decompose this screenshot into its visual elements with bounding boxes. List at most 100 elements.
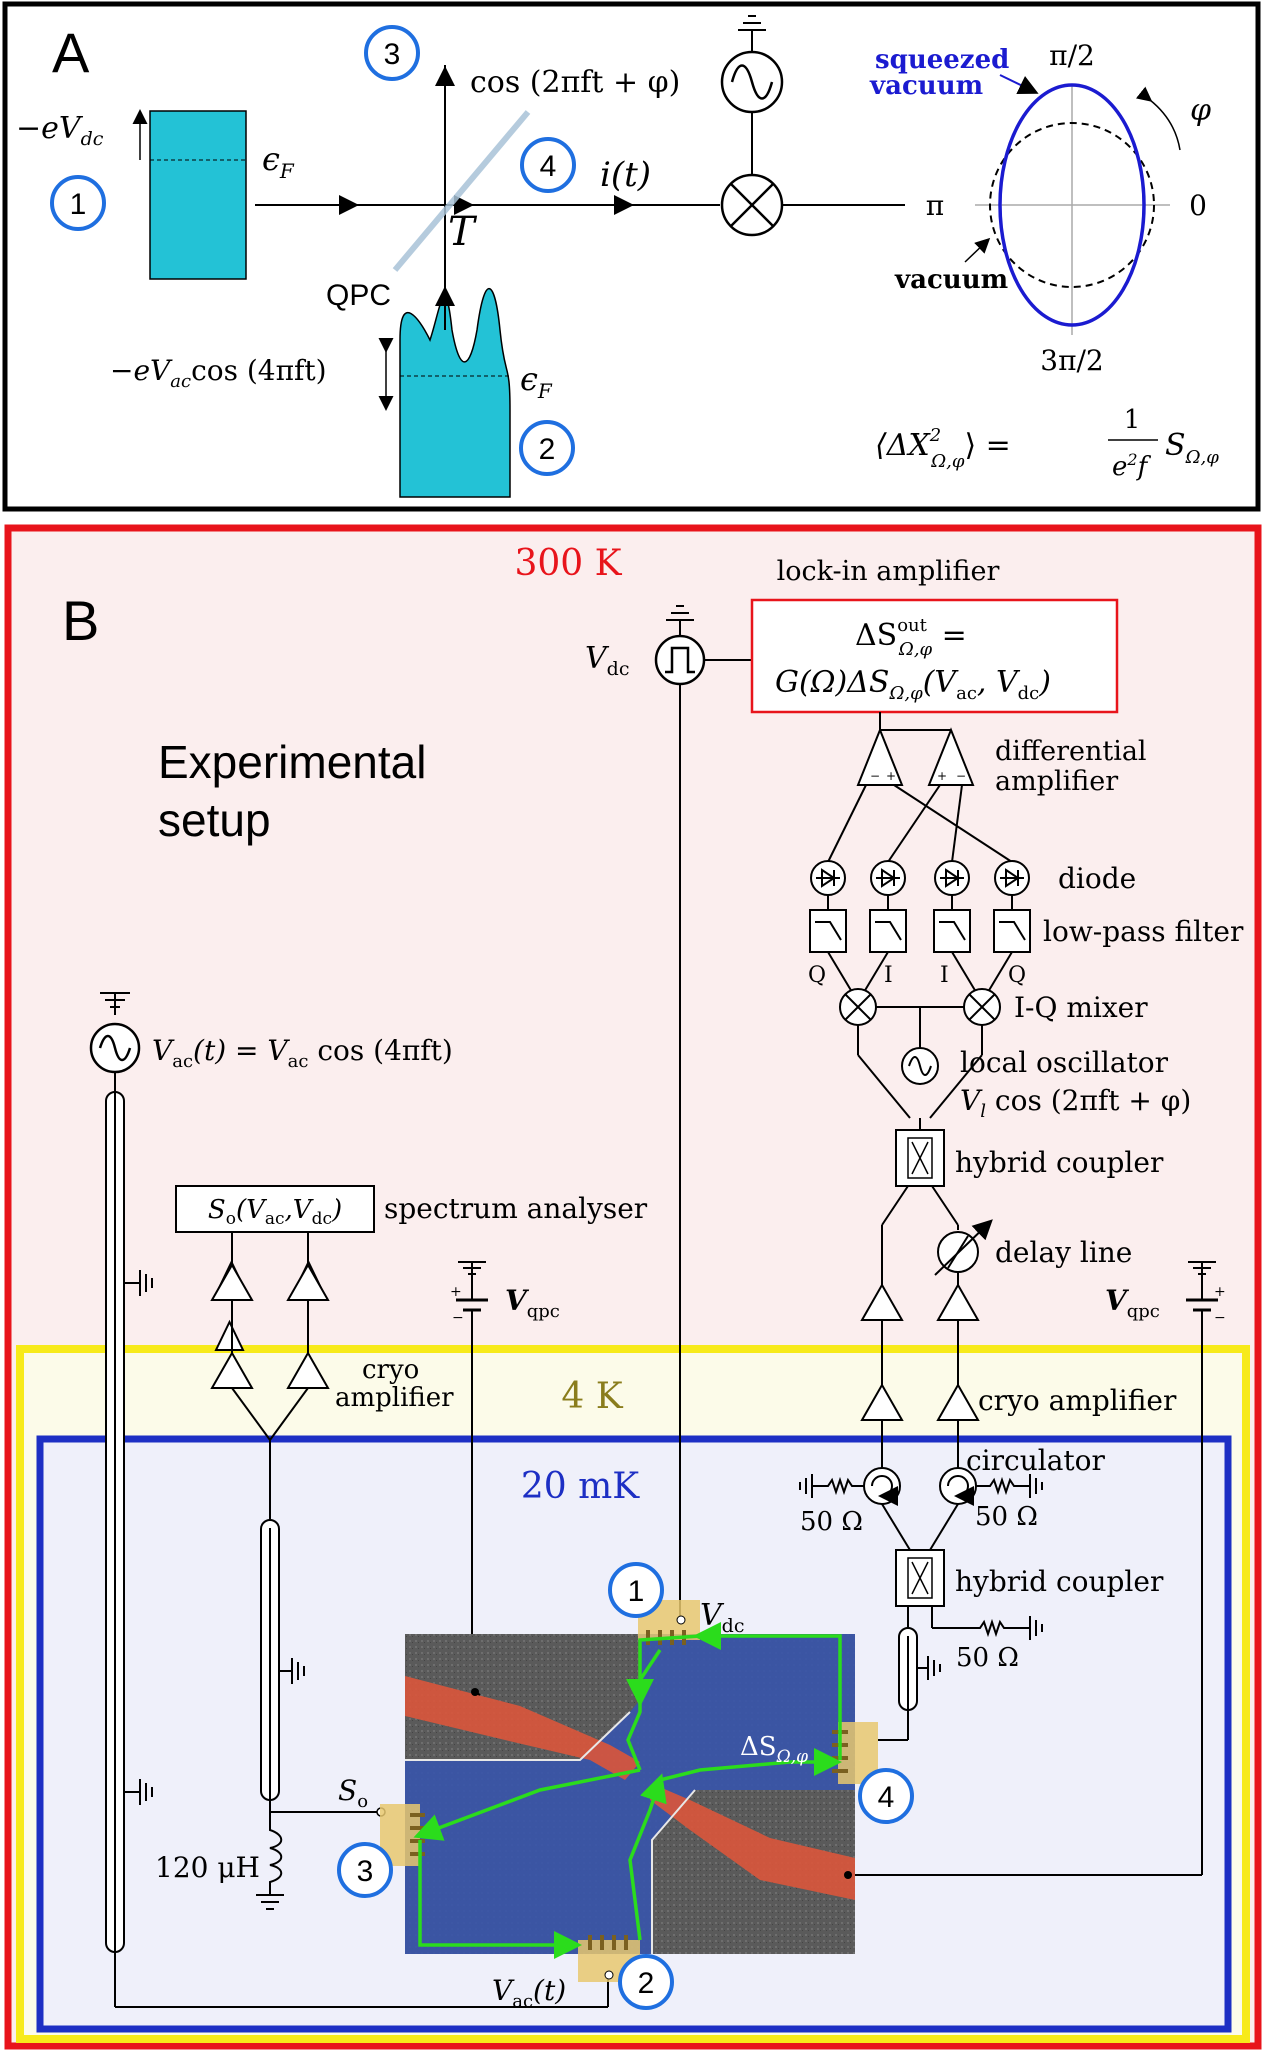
panel-a-vdc: −eVdc	[16, 111, 104, 150]
fermi-label-2: ϵF	[520, 360, 553, 403]
svg-text:+: +	[886, 769, 896, 783]
vacuum-circle	[989, 122, 1155, 288]
label-20mk: 20 mK	[521, 1466, 640, 1507]
spectrum-box-label: So(Vac,Vdc)	[208, 1195, 342, 1229]
marker-4-a: 4	[520, 137, 576, 193]
resistor-icon	[932, 1618, 1030, 1638]
svg-text:+: +	[937, 769, 947, 783]
local-oscillator-icon	[901, 1047, 939, 1085]
fermi-sea-1	[149, 110, 247, 280]
panel-a-letter: A	[52, 21, 90, 84]
phase-bottom: 3π/2	[1040, 344, 1103, 377]
lockin-label: lock-in amplifier	[777, 556, 1000, 587]
phase-top: π/2	[1049, 39, 1095, 72]
phase-right: 0	[1189, 189, 1207, 222]
svg-text:2: 2	[638, 1967, 655, 2000]
circulator-label: circulator	[966, 1444, 1105, 1477]
ground-icon	[279, 1658, 305, 1684]
panel-a-vac: −eVaccos (4πft)	[110, 354, 327, 392]
marker-1-a: 1	[50, 175, 106, 231]
delay-line-label: delay line	[995, 1236, 1132, 1269]
inductor-label: 120 μH	[155, 1851, 260, 1884]
marker-3-a: 3	[364, 25, 420, 81]
ground-icon	[917, 1656, 941, 1680]
svg-text:4: 4	[878, 1781, 895, 1814]
label-4k: 4 K	[561, 1376, 623, 1417]
fermi-sea-2	[399, 288, 511, 498]
phase-left: π	[926, 189, 944, 222]
diode-label: diode	[1058, 862, 1136, 895]
lo-cos-label: cos (2πft + φ)	[470, 65, 680, 100]
svg-text:Q: Q	[808, 963, 826, 988]
transmission-label: T	[448, 209, 478, 255]
ground-icon	[124, 1270, 153, 1296]
edge-channel-paths	[413, 1622, 842, 1959]
svg-text:−: −	[956, 769, 966, 783]
svg-text:SΩ,φ: SΩ,φ	[1165, 428, 1219, 468]
vac-source-label: Vac(t) = Vac cos (4πft)	[152, 1034, 453, 1072]
vac-port-label: Vac(t)	[492, 1974, 566, 2012]
gate-right	[650, 1785, 855, 1900]
svg-text:−: −	[1214, 1310, 1226, 1326]
svg-text:−: −	[870, 769, 880, 783]
marker-3-b: 3	[337, 1842, 393, 1898]
qpc-beamsplitter	[392, 110, 531, 272]
resistor-icon	[976, 1476, 1030, 1496]
ohm-a: 50 Ω	[800, 1507, 863, 1537]
spectrum-analyser-box	[175, 1185, 375, 1233]
vdc-port-label: Vdc	[700, 1598, 744, 1637]
svg-text:Q: Q	[1008, 963, 1026, 988]
differential-amplifier-icon	[856, 727, 975, 786]
lockin-formula-2: G(Ω)ΔSΩ,φ(Vac, Vdc)	[775, 665, 1051, 704]
iq-mixer-label: I-Q mixer	[1014, 991, 1148, 1024]
cryo-amp-right-label: cryo amplifier	[978, 1384, 1177, 1417]
inductor-icon	[269, 1812, 283, 1895]
svg-text:3: 3	[384, 38, 401, 71]
hybrid2-label: hybrid coupler	[955, 1565, 1164, 1598]
spectrum-analyser-label: spectrum analyser	[384, 1192, 648, 1225]
ohm-b: 50 Ω	[975, 1502, 1038, 1532]
marker-2-a: 2	[519, 420, 575, 476]
delay-line-icon	[934, 1219, 993, 1276]
fermi-label-1: ϵF	[262, 140, 295, 183]
diode-icon	[810, 860, 1030, 896]
vdc-source-label: Vdc	[585, 641, 629, 680]
marker-2-b: 2	[618, 1954, 674, 2010]
svg-text:+: +	[450, 1284, 462, 1300]
svg-text:1: 1	[70, 188, 87, 221]
svg-text:I: I	[940, 963, 949, 988]
marker-1-b: 1	[608, 1562, 664, 1618]
gate-left	[405, 1676, 640, 1780]
vacuum-label: vacuum	[894, 265, 1008, 295]
lo-label: local oscillator	[960, 1046, 1169, 1079]
marker-4-b: 4	[858, 1768, 914, 1824]
vqpc-left-label: Vqpc	[505, 1284, 560, 1322]
phi-arrow	[1135, 86, 1181, 151]
svg-text:3: 3	[357, 1855, 374, 1888]
svg-text:4: 4	[540, 150, 557, 183]
mesa-region	[405, 1634, 855, 1954]
current-label: i(t)	[600, 155, 651, 195]
lockin-box	[750, 598, 1119, 714]
amplifier-icon	[860, 1282, 980, 1421]
label-300k: 300 K	[514, 543, 622, 584]
svg-text:I: I	[884, 963, 893, 988]
svg-text:−: −	[452, 1310, 464, 1326]
dsout-port-label: ΔSΩ,φ	[740, 1732, 808, 1767]
phi-label: φ	[1190, 93, 1211, 128]
lpf-label: low-pass filter	[1043, 915, 1244, 948]
svg-text:2: 2	[539, 433, 556, 466]
svg-text:1: 1	[628, 1575, 645, 1608]
hybrid1-label: hybrid coupler	[955, 1146, 1164, 1179]
hybrid-coupler-1	[895, 1129, 945, 1187]
vqpc-right-label: Vqpc	[1105, 1284, 1160, 1322]
svg-text:1: 1	[1124, 405, 1141, 435]
so-label: So	[338, 1774, 368, 1812]
vac-source	[89, 992, 141, 1074]
